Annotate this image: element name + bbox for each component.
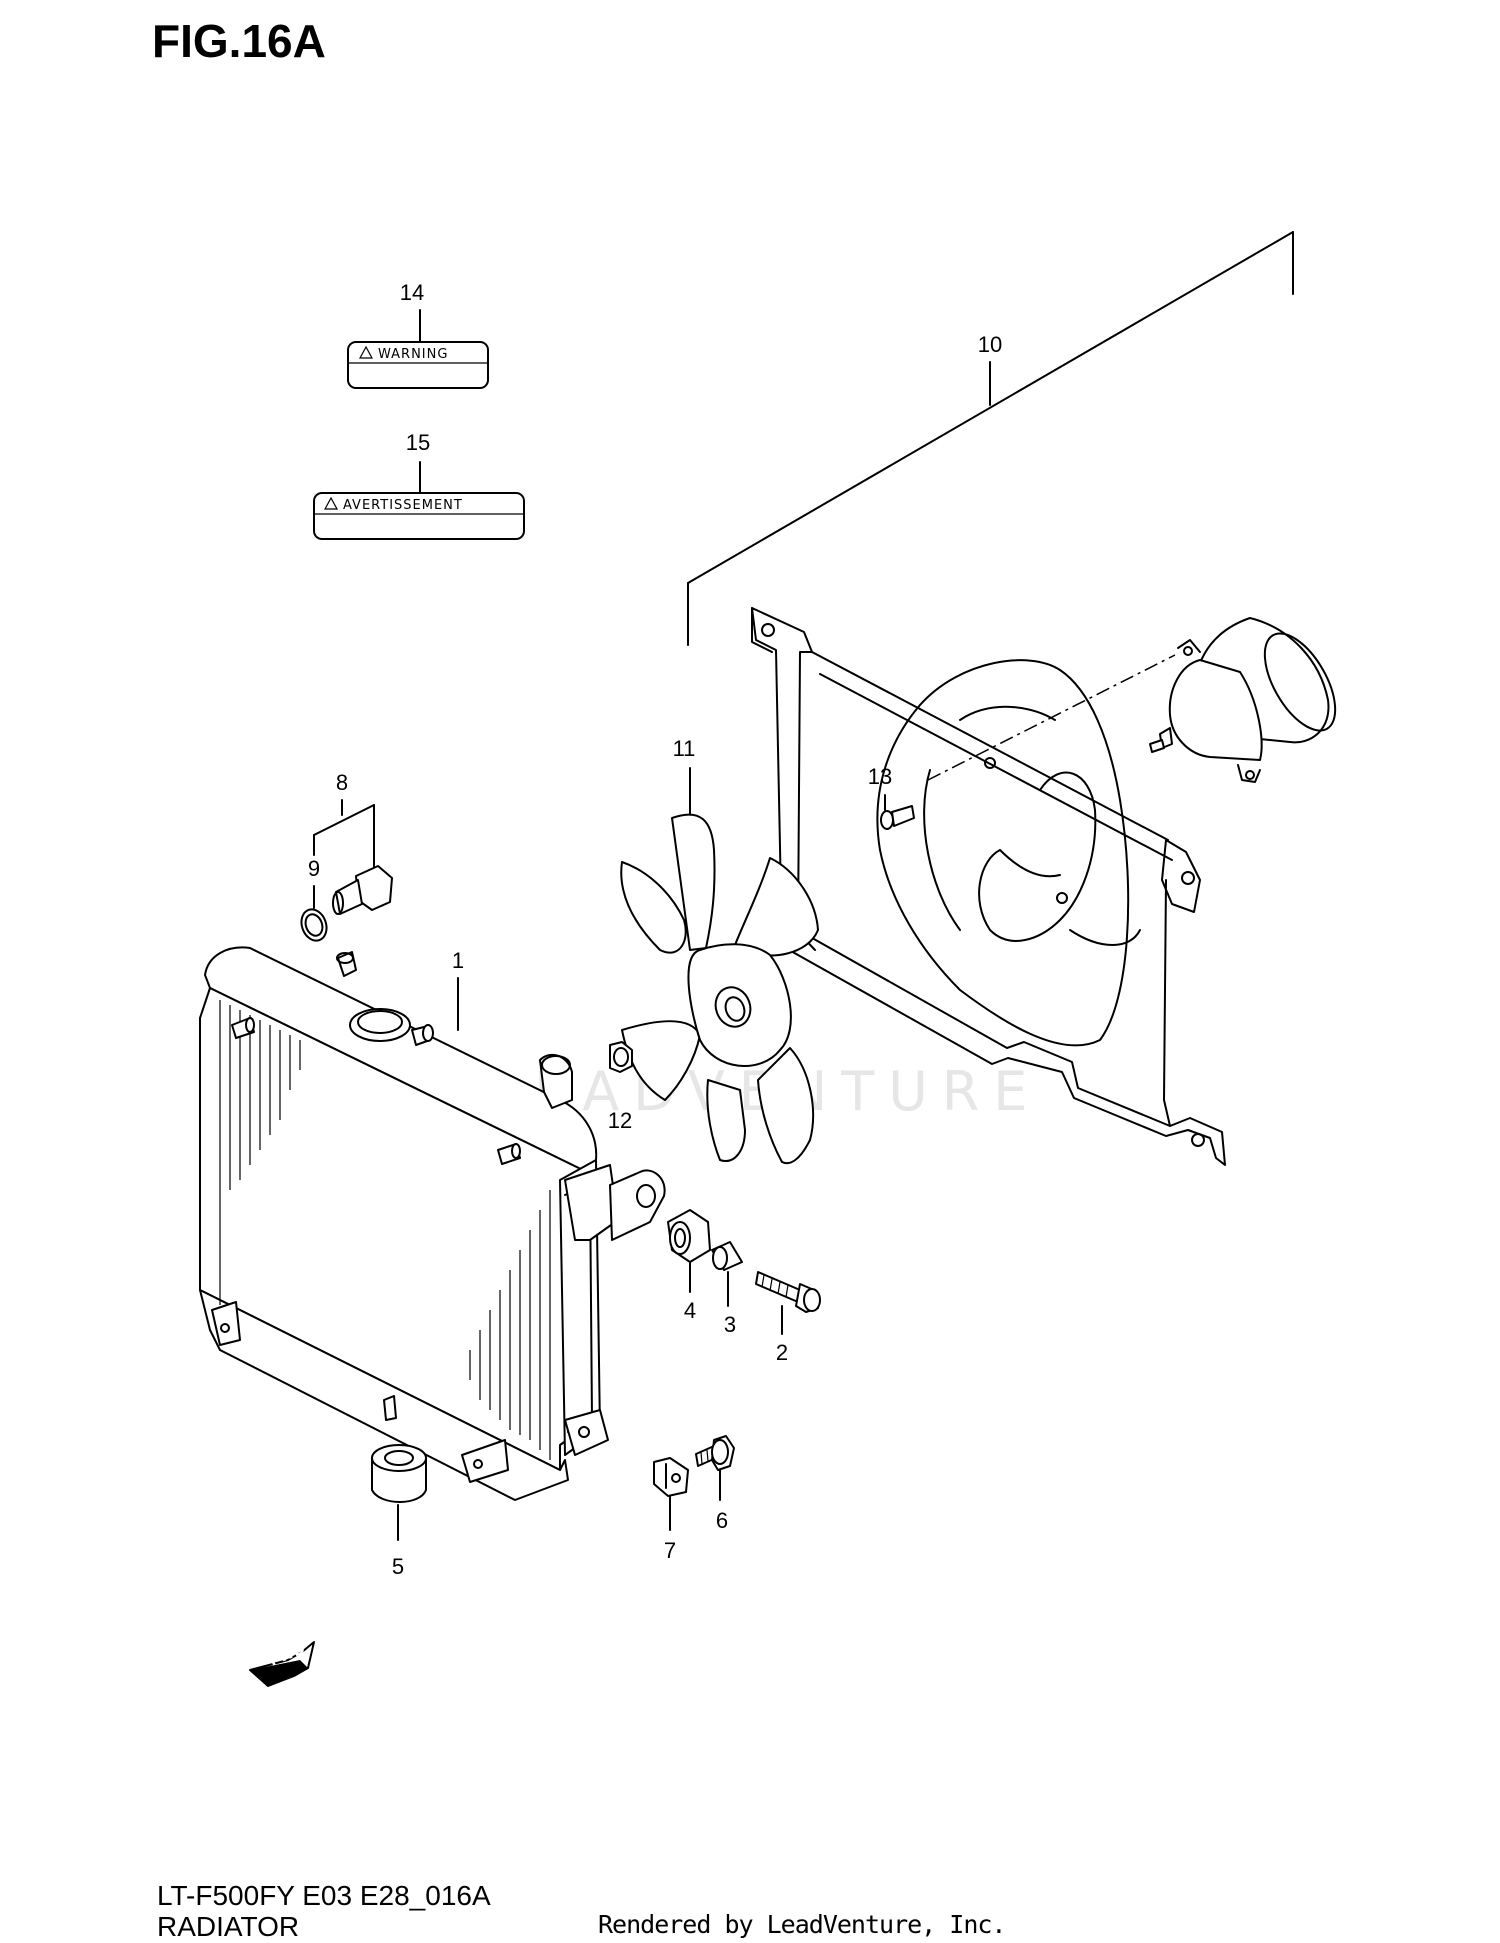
fwd-arrow-icon: FWD [249,1641,315,1687]
fan-motor-part[interactable] [927,617,1350,783]
nut-7-part[interactable]: 7 [653,1457,689,1563]
radiator-part[interactable]: 1 [199,946,666,1501]
avertissement-label-part[interactable]: 15 AVERTISSEMENT [313,430,525,540]
warning-label-text: WARNING [378,347,448,362]
thermo-switch-part[interactable]: 8 [313,770,393,915]
collar-3-part[interactable]: 3 [711,1241,743,1337]
fan-shroud-part[interactable] [751,607,1226,1166]
rendered-by-credit: Rendered by LeadVenture, Inc. [598,1910,1006,1939]
model-code: LT-F500FY E03 E28_016A [157,1880,491,1911]
bolt-6-part[interactable]: 6 [695,1435,735,1533]
callout-6: 6 [716,1508,728,1533]
callout-12: 12 [608,1108,632,1133]
avertissement-label-text: AVERTISSEMENT [343,498,463,513]
section-name: RADIATOR [157,1911,300,1942]
callout-2: 2 [776,1340,788,1365]
callout-3: 3 [724,1312,736,1337]
nut-12-part[interactable]: 12 [608,1041,633,1133]
callout-9: 9 [308,856,320,881]
callout-7: 7 [664,1538,676,1563]
callout-10: 10 [978,332,1002,357]
fan-blade-part[interactable]: 11 [620,736,819,1165]
callout-14: 14 [400,280,424,305]
o-ring-part[interactable]: 9 [297,856,330,944]
callout-4: 4 [684,1298,696,1323]
callout-15: 15 [406,430,430,455]
fan-assembly-bracket: 10 [687,231,1294,646]
figure-title: FIG.16A [152,15,326,67]
cushion-5-part[interactable]: 5 [371,1444,427,1579]
screw-13-part[interactable]: 13 [868,764,915,830]
callout-11: 11 [673,736,696,761]
callout-1: 1 [452,948,464,973]
callout-5: 5 [392,1554,404,1579]
warning-triangle-icon [323,496,339,510]
radiator-core-fins [219,1000,551,1460]
grommet-4-part[interactable]: 4 [667,1209,711,1323]
callout-13: 13 [868,764,892,789]
warning-triangle-icon [358,345,374,359]
warning-label-part[interactable]: 14 WARNING [347,280,489,389]
bolt-2-part[interactable]: 2 [755,1271,821,1365]
callout-8: 8 [336,770,348,795]
